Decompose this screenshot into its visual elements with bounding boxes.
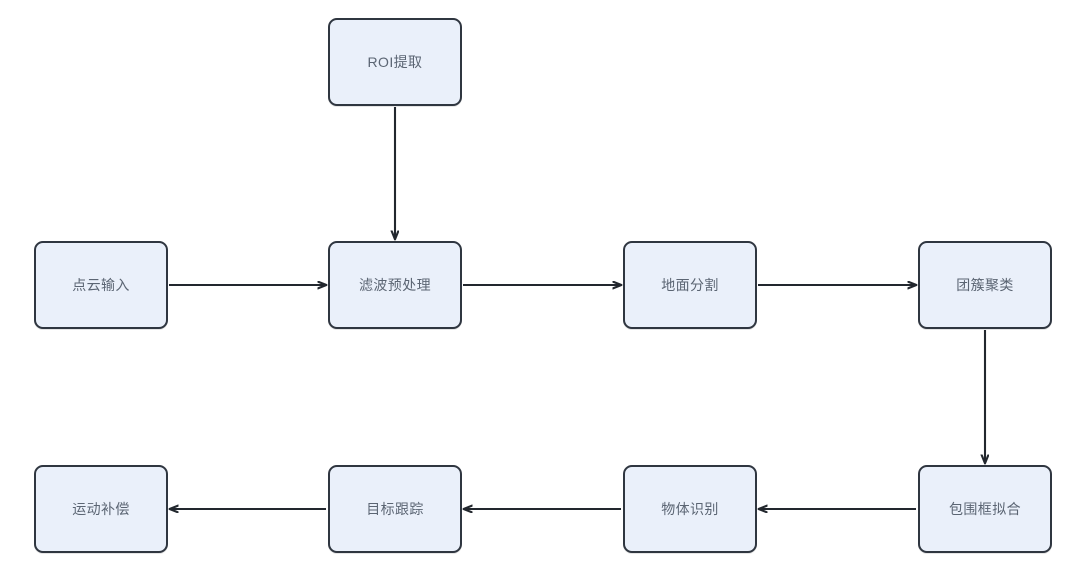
node-ground-segmentation-label: 地面分割 (661, 276, 719, 293)
node-object-recognition[interactable]: 物体识别 (623, 465, 757, 553)
node-target-tracking-label: 目标跟踪 (366, 500, 424, 517)
node-roi[interactable]: ROI提取 (328, 18, 462, 106)
node-roi-label: ROI提取 (367, 53, 423, 70)
node-object-recognition-label: 物体识别 (661, 500, 719, 517)
node-motion-compensation[interactable]: 运动补偿 (34, 465, 168, 553)
node-bounding-box-fitting-label: 包围框拟合 (949, 500, 1021, 517)
node-filter-preprocess[interactable]: 滤波预处理 (328, 241, 462, 329)
node-motion-compensation-label: 运动补偿 (72, 500, 130, 517)
node-target-tracking[interactable]: 目标跟踪 (328, 465, 462, 553)
node-ground-segmentation[interactable]: 地面分割 (623, 241, 757, 329)
node-filter-preprocess-label: 滤波预处理 (359, 276, 431, 293)
node-cluster-label: 团簇聚类 (956, 276, 1014, 293)
node-point-cloud-input-label: 点云输入 (72, 276, 130, 293)
node-bounding-box-fitting[interactable]: 包围框拟合 (918, 465, 1052, 553)
node-point-cloud-input[interactable]: 点云输入 (34, 241, 168, 329)
node-cluster[interactable]: 团簇聚类 (918, 241, 1052, 329)
